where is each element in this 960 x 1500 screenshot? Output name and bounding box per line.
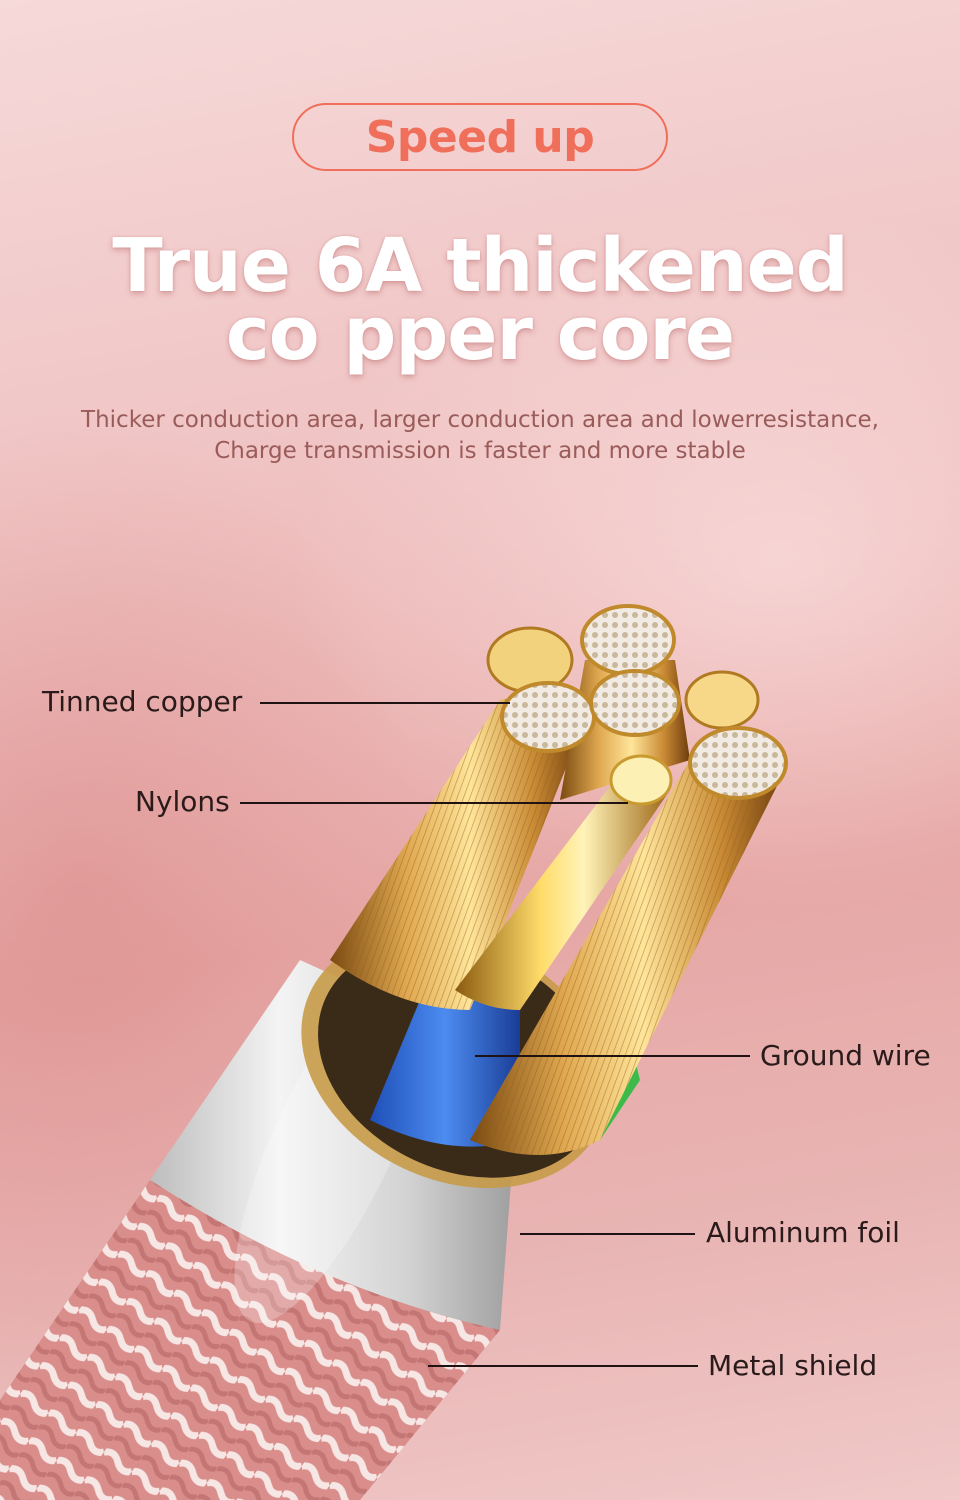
cable-cross-section-illustration bbox=[0, 604, 788, 1500]
callout-line-metal-shield bbox=[428, 1365, 698, 1367]
callout-tinned-copper: Tinned copper bbox=[42, 685, 243, 718]
callout-metal-shield: Metal shield bbox=[708, 1349, 878, 1382]
headline-line-2: co pper core bbox=[225, 291, 735, 377]
badge-label: Speed up bbox=[365, 111, 595, 163]
speed-up-badge: Speed up bbox=[292, 103, 668, 171]
callout-aluminum-foil: Aluminum foil bbox=[706, 1216, 900, 1249]
callout-line-ground-wire bbox=[475, 1055, 750, 1057]
callout-line-tinned-copper bbox=[260, 702, 510, 704]
callout-line-nylons bbox=[240, 802, 628, 804]
callout-nylons: Nylons bbox=[135, 785, 230, 818]
subtitle-line-2: Charge transmission is faster and more s… bbox=[214, 438, 746, 464]
headline-line-1: True 6A thickened bbox=[112, 223, 849, 309]
callout-line-aluminum-foil bbox=[520, 1233, 695, 1235]
callout-ground-wire: Ground wire bbox=[760, 1039, 931, 1072]
subtitle-line-1: Thicker conduction area, larger conducti… bbox=[81, 407, 879, 433]
